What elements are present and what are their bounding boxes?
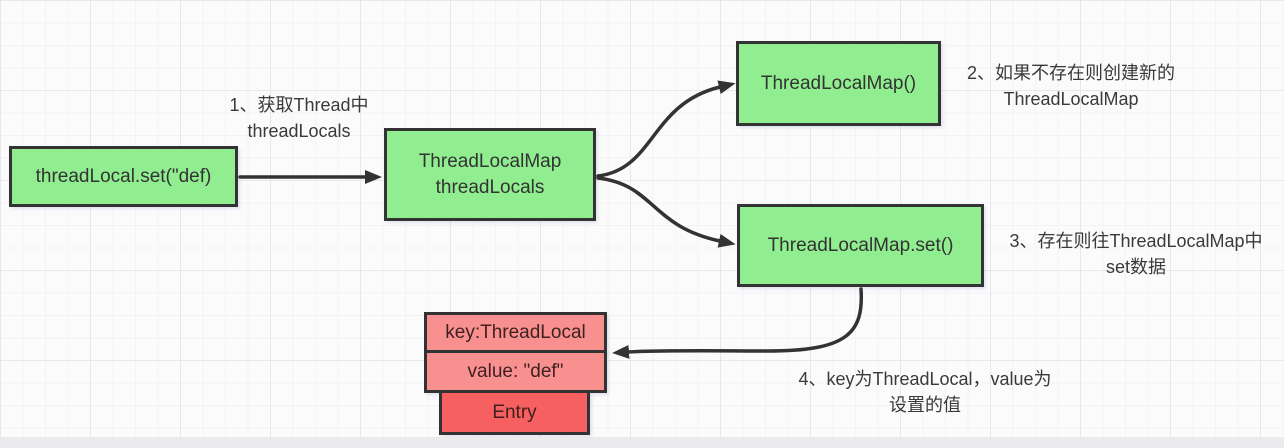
arrow-map-to-constructor (596, 80, 736, 178)
annotation-step3: 3、存在则往ThreadLocalMap中 set数据 (987, 228, 1284, 280)
node-threadlocalmap-constructor: ThreadLocalMap() (736, 41, 941, 126)
arrow-set-to-entry (612, 287, 864, 359)
node-entry-key-label: key:ThreadLocal (445, 321, 586, 343)
annotation-step2-line2: ThreadLocalMap (1003, 89, 1139, 109)
annotation-step4: 4、key为ThreadLocal，value为 设置的值 (760, 366, 1090, 418)
node-threadlocalmap-set: ThreadLocalMap.set() (737, 204, 984, 287)
node-threadlocalmap-constructor-label: ThreadLocalMap() (760, 72, 917, 94)
arrow-map-to-set (596, 176, 736, 248)
annotation-step4-line2: 设置的值 (889, 395, 961, 415)
node-entry-value: value: "def" (424, 350, 607, 393)
annotation-step2-line1: 2、如果不存在则创建新的 (966, 63, 1175, 83)
node-entry: Entry (439, 390, 590, 435)
annotation-step4-line1: 4、key为ThreadLocal，value为 (798, 369, 1052, 389)
annotation-step3-line1: 3、存在则往ThreadLocalMap中 (1009, 231, 1263, 251)
node-entry-label: Entry (492, 401, 537, 423)
node-entry-value-label: value: "def" (467, 360, 564, 382)
node-threadlocal-set-label: threadLocal.set("def) (35, 165, 212, 187)
node-entry-key: key:ThreadLocal (424, 312, 607, 353)
node-threadlocal-set: threadLocal.set("def) (9, 146, 238, 207)
canvas-bottom-edge (0, 437, 1284, 448)
node-threadlocals-map-line2: threadLocals (435, 176, 545, 198)
annotation-step1-line1: 1、获取Thread中 (229, 95, 369, 115)
annotation-step1: 1、获取Thread中 threadLocals (193, 92, 405, 144)
node-threadlocals-map: ThreadLocalMap threadLocals (384, 128, 596, 221)
node-threadlocalmap-set-label: ThreadLocalMap.set() (767, 234, 954, 256)
annotation-step1-line2: threadLocals (247, 121, 351, 141)
annotation-step3-line2: set数据 (1105, 257, 1166, 277)
annotation-step2: 2、如果不存在则创建新的 ThreadLocalMap (945, 60, 1197, 112)
node-threadlocals-map-line1: ThreadLocalMap (418, 150, 562, 172)
